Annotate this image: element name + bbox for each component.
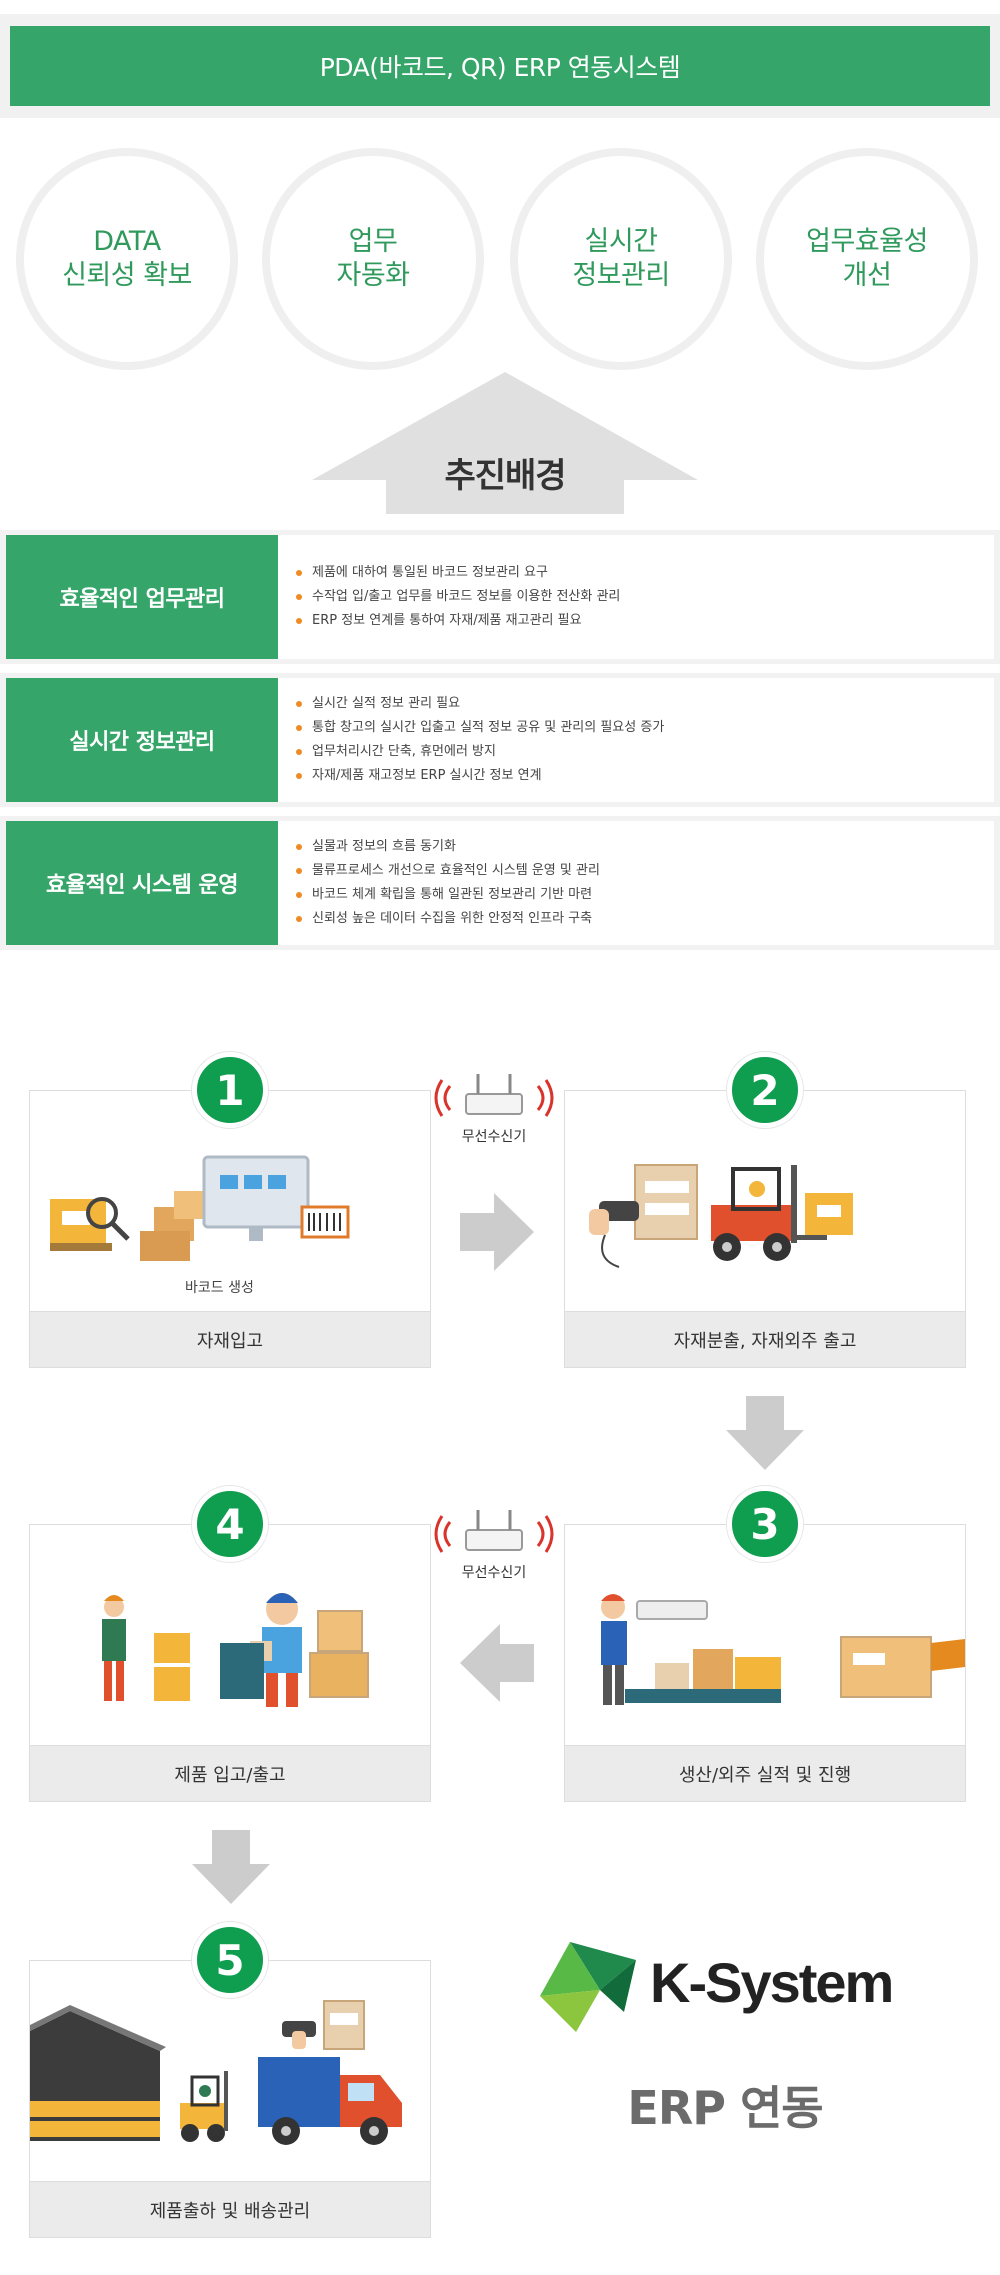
material-receipt-illustration — [50, 1155, 350, 1261]
truck-icon — [258, 2057, 402, 2145]
production-result-illustration — [601, 1594, 965, 1705]
step-3-caption: 생산/외주 실적 및 진행 — [565, 1745, 965, 1801]
step-3-box: 생산/외주 실적 및 진행 — [564, 1524, 966, 1802]
wireless-router-icon — [434, 1510, 554, 1553]
step-3-number: 3 — [727, 1486, 803, 1562]
benefit-realtime-info: 실시간 정보관리 — [510, 148, 732, 370]
arrow-left-icon — [460, 1624, 534, 1702]
row-1-body: 실시간 실적 정보 관리 필요 통합 창고의 실시간 입출고 실적 정보 공유 … — [278, 678, 994, 802]
header-frame: PDA(바코드, QR) ERP 연동시스템 — [0, 14, 1000, 118]
step-5-number: 5 — [192, 1922, 268, 1998]
worker-icon — [601, 1594, 627, 1705]
row-2-title: 효율적인 시스템 운영 — [6, 821, 278, 945]
k-system-logo-icon — [540, 1942, 636, 2032]
row-2-item: 신뢰성 높은 데이터 수집을 위한 안정적 인프라 구축 — [296, 907, 994, 931]
row-2-item: 물류프로세스 개선으로 효율적인 시스템 운영 및 관리 — [296, 859, 994, 883]
row-0-item: ERP 정보 연계를 통하여 자재/제품 재고관리 필요 — [296, 609, 994, 633]
background-label: 추진배경 — [444, 456, 566, 496]
row-2-item: 바코드 체계 확립을 통해 일관된 정보관리 기반 마련 — [296, 883, 994, 907]
shipping-illustration — [30, 2000, 402, 2145]
row-2-body: 실물과 정보의 흐름 동기화 물류프로세스 개선으로 효율적인 시스템 운영 및… — [278, 821, 994, 945]
step-5-box: 제품출하 및 배송관리 — [29, 1960, 431, 2238]
step-4-caption: 제품 입고/출고 — [30, 1745, 430, 1801]
warehouse-icon — [30, 2005, 166, 2141]
row-1-item: 실시간 실적 정보 관리 필요 — [296, 692, 994, 716]
row-0-body: 제품에 대하여 통일된 바코드 정보관리 요구 수작업 입/출고 업무를 바코드… — [278, 535, 994, 659]
router-label-1: 무선수신기 — [461, 1129, 527, 1145]
arrow-down-icon — [192, 1830, 270, 1904]
benefit-automation: 업무 자동화 — [262, 148, 484, 370]
barcode-scanner-icon — [589, 1201, 639, 1268]
erp-link-label: ERP 연동 — [627, 2081, 823, 2135]
product-inout-illustration — [102, 1593, 369, 1707]
page-title: PDA(바코드, QR) ERP 연동시스템 — [10, 26, 990, 106]
step-2-number: 2 — [727, 1052, 803, 1128]
barcode-scanner-icon — [282, 2000, 365, 2050]
row-0-item: 제품에 대하여 통일된 바코드 정보관리 요구 — [296, 561, 994, 585]
step-2-box: 자재분출, 자재외주 출고 — [564, 1090, 966, 1368]
row-2-item: 실물과 정보의 흐름 동기화 — [296, 835, 994, 859]
step-1-box: 바코드 생성 자재입고 — [29, 1090, 431, 1368]
wireless-router-icon — [434, 1074, 554, 1117]
material-issue-illustration — [589, 1164, 853, 1268]
step-1-subcaption: 바코드 생성 — [185, 1280, 254, 1296]
row-0-item: 수작업 입/출고 업무를 바코드 정보를 이용한 전산화 관리 — [296, 585, 994, 609]
k-system-logo-text: K-System — [650, 1951, 894, 2014]
monitor-icon — [202, 1155, 310, 1229]
worker-icon — [102, 1595, 126, 1701]
background-arrow — [312, 372, 698, 514]
row-1-item: 통합 창고의 실시간 입출고 실적 정보 공유 및 관리의 필요성 증가 — [296, 716, 994, 740]
row-1-item: 업무처리시간 단축, 휴먼에러 방지 — [296, 740, 994, 764]
row-1-item: 자재/제품 재고정보 ERP 실시간 정보 연계 — [296, 764, 994, 788]
row-1-title: 실시간 정보관리 — [6, 678, 278, 802]
magnifier-icon — [86, 1197, 118, 1229]
benefit-data-reliability: DATA 신뢰성 확보 — [16, 148, 238, 370]
row-0-title: 효율적인 업무관리 — [6, 535, 278, 659]
step-4-number: 4 — [192, 1486, 268, 1562]
arrow-down-icon — [726, 1396, 804, 1470]
step-1-number: 1 — [192, 1052, 268, 1128]
forklift-icon — [180, 2071, 228, 2142]
step-2-caption: 자재분출, 자재외주 출고 — [565, 1311, 965, 1367]
step-4-box: 제품 입고/출고 — [29, 1524, 431, 1802]
router-label-2: 무선수신기 — [461, 1565, 527, 1581]
step-1-caption: 자재입고 — [30, 1311, 430, 1367]
benefit-efficiency: 업무효율성 개선 — [756, 148, 978, 370]
step-5-caption: 제품출하 및 배송관리 — [30, 2181, 430, 2237]
arrow-right-icon — [460, 1193, 534, 1271]
forklift-icon — [711, 1165, 827, 1261]
worker-icon — [250, 1593, 302, 1707]
